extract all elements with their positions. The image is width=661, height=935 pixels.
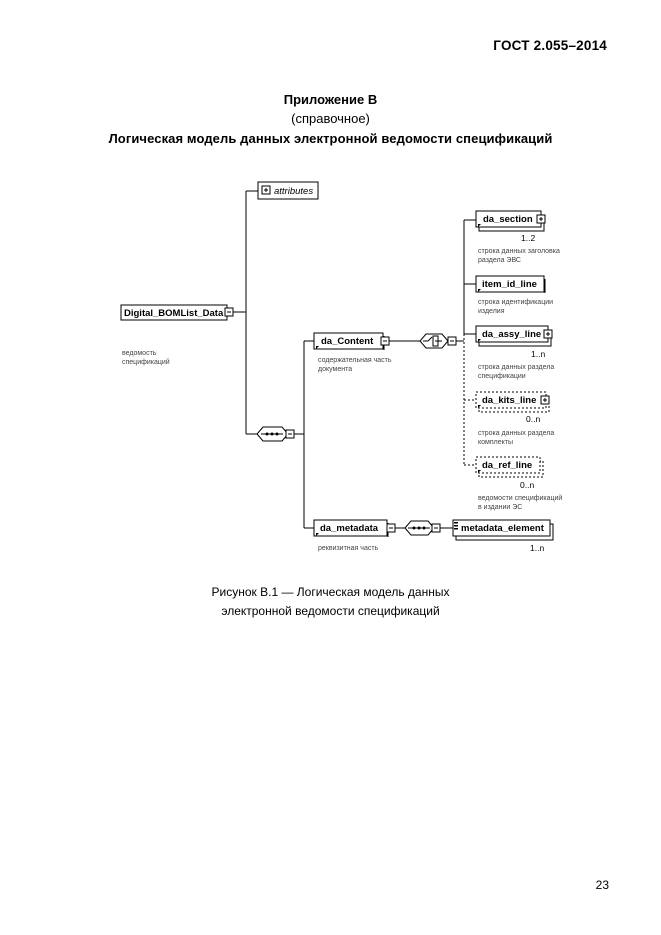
item-id-line-note-line1: строка идентификации: [478, 299, 553, 306]
metadata-item-label: metadata_element: [461, 523, 545, 534]
section-note-line2: раздела ЭВС: [478, 257, 521, 264]
sequence-compositor-icon[interactable]: [256, 426, 295, 442]
attributes-label: attributes: [274, 186, 313, 197]
data-model-diagram: attributes Digital_BOMList_Data ведомост…: [120, 181, 562, 553]
optional-connector-lines: [463, 334, 476, 466]
content-element-node[interactable]: da_Content: [313, 332, 390, 350]
metadata-element-node[interactable]: da_metadata: [313, 519, 396, 537]
appendix-status: (справочное): [291, 111, 370, 126]
figure-caption-line1: Рисунок В.1 — Логическая модель данных: [211, 585, 450, 599]
assy-line-note-line2: спецификации: [478, 373, 526, 380]
page-number: 23: [595, 878, 609, 892]
root-note-line2: спецификаций: [122, 358, 170, 366]
item-id-line-node[interactable]: item_id_line: [475, 275, 546, 293]
kits-line-note-line2: комплекты: [478, 439, 513, 446]
assy-line-multiplicity: 1..n: [531, 349, 545, 359]
section-element-label: da_section: [483, 214, 533, 225]
section-multiplicity: 1..2: [521, 233, 535, 243]
section-note-line1: строка данных заголовка: [478, 248, 560, 255]
assy-line-node[interactable]: da_assy_line: [475, 325, 553, 347]
content-note-line2: документа: [318, 366, 352, 373]
metadata-sequence-icon[interactable]: [404, 520, 441, 536]
root-element-node[interactable]: Digital_BOMList_Data: [120, 304, 234, 321]
metadata-note: реквизитная часть: [318, 545, 379, 552]
ref-line-label: da_ref_line: [482, 460, 532, 471]
metadata-item-multiplicity: 1..n: [530, 543, 544, 553]
metadata-item-node[interactable]: metadata_element: [452, 519, 554, 541]
root-element-label: Digital_BOMList_Data: [124, 308, 224, 319]
root-note-line1: ведомость: [122, 350, 157, 357]
ref-line-note-line1: ведомости спецификаций: [478, 494, 562, 502]
kits-line-multiplicity: 0..n: [526, 414, 540, 424]
ref-line-note-line2: в издании ЭС: [478, 504, 522, 511]
kits-line-note-line1: строка данных раздела: [478, 430, 554, 437]
figure-caption-line2: электронной ведомости спецификаций: [221, 604, 440, 618]
appendix-name: Логическая модель данных электронной вед…: [108, 131, 553, 146]
attributes-node[interactable]: attributes: [257, 181, 319, 200]
assy-line-label: da_assy_line: [482, 329, 541, 340]
item-id-line-label: item_id_line: [482, 279, 537, 290]
content-note-line1: содержательная часть: [318, 357, 392, 364]
standard-id: ГОСТ 2.055–2014: [493, 38, 607, 53]
item-id-line-note-line2: изделия: [478, 308, 505, 315]
section-element-node[interactable]: da_section: [475, 210, 546, 232]
ref-line-multiplicity: 0..n: [520, 480, 534, 490]
figure-caption: Рисунок В.1 — Логическая модель данных э…: [0, 583, 661, 621]
choice-compositor-icon[interactable]: [419, 333, 457, 349]
ref-line-node[interactable]: da_ref_line: [475, 456, 544, 478]
kits-line-node[interactable]: da_kits_line: [475, 391, 550, 413]
assy-line-note-line1: строка данных раздела: [478, 364, 554, 371]
metadata-element-label: da_metadata: [320, 523, 379, 534]
content-element-label: da_Content: [321, 336, 374, 347]
kits-line-label: da_kits_line: [482, 395, 536, 406]
appendix-title: Приложение В: [283, 92, 378, 107]
